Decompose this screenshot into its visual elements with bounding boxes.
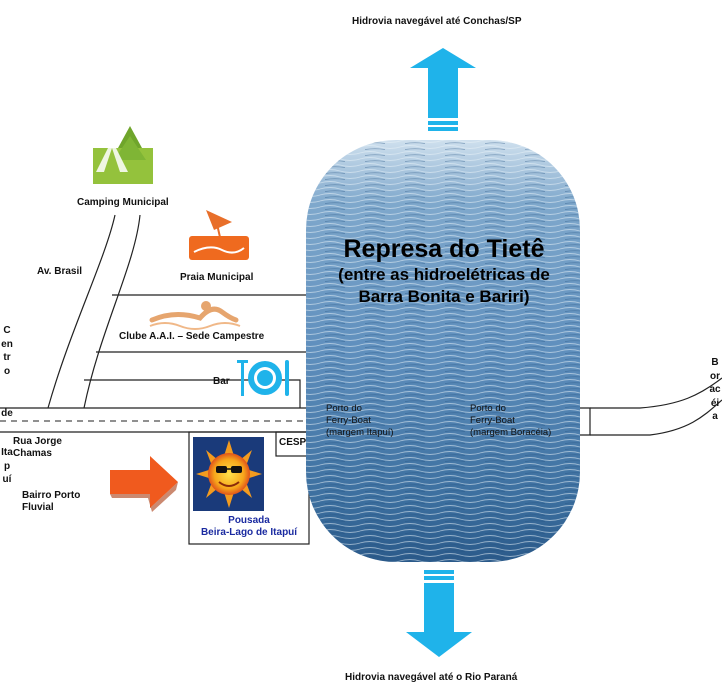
vertical-centro: Centro	[1, 325, 13, 377]
bairro-porto-label: Bairro Porto Fluvial	[22, 490, 80, 514]
praia-label: Praia Municipal	[180, 272, 254, 283]
cesp-label: CESP	[279, 437, 307, 448]
vertical-boraceia: Boracéia	[709, 357, 721, 422]
top-destination-label: Hidrovia navegável até Conchas/SP	[352, 16, 522, 27]
pousada-label: Pousada Beira-Lago de Itapuí	[190, 515, 308, 539]
av-brasil-label: Av. Brasil	[37, 266, 83, 277]
dam-title: Represa do Tietê (entre as hidroelétrica…	[318, 234, 570, 308]
down-arrow-icon	[406, 570, 472, 657]
rua-jorge-chamas-label: Rua Jorge Chamas	[13, 436, 62, 460]
dam-title-main: Represa do Tietê	[343, 235, 545, 263]
ferry-boraceia-line1: Porto do	[470, 403, 506, 414]
ferry-itapui-line1: Porto do	[326, 403, 362, 414]
bar-label: Bar	[213, 376, 230, 387]
beach-umbrella-icon	[189, 210, 249, 260]
sun-icon	[193, 437, 264, 511]
bairro-porto-line2: Fluvial	[22, 502, 54, 513]
dam-subtitle-line1: (entre as hidroelétricas de	[338, 265, 550, 284]
ferry-itapui-line3: (margem Itapuí)	[326, 427, 394, 438]
rua-jorge-chamas-line1: Rua Jorge	[13, 436, 62, 447]
ferry-itapui-line2: Ferry-Boat	[326, 415, 371, 426]
vertical-itapui: Itapuí	[1, 447, 13, 485]
up-arrow-icon	[410, 48, 476, 131]
vertical-de: de	[1, 408, 13, 419]
tent-icon	[93, 126, 153, 184]
ferry-boraceia-line2: Ferry-Boat	[470, 415, 515, 426]
pousada-line1: Pousada	[228, 515, 270, 526]
camping-label: Camping Municipal	[77, 197, 169, 208]
ferry-boraceia-label: Porto do Ferry-Boat (margem Boracéia)	[470, 403, 551, 439]
bottom-destination-label: Hidrovia navegável até o Rio Paraná	[345, 672, 518, 683]
reservoir	[306, 140, 580, 562]
rua-jorge-chamas-line2: Chamas	[13, 448, 52, 459]
pousada-line2: Beira-Lago de Itapuí	[200, 527, 298, 538]
ferry-boraceia-line3: (margem Boracéia)	[470, 427, 552, 438]
bairro-porto-line1: Bairro Porto	[22, 490, 81, 501]
dam-subtitle-line2: Barra Bonita e Bariri)	[358, 287, 530, 306]
direction-arrow-icon	[110, 456, 178, 512]
plate-icon	[237, 360, 289, 396]
ferry-itapui-label: Porto do Ferry-Boat (margem Itapuí)	[326, 403, 394, 439]
clube-label: Clube A.A.I. – Sede Campestre	[119, 331, 265, 342]
swimmer-icon	[149, 301, 241, 330]
